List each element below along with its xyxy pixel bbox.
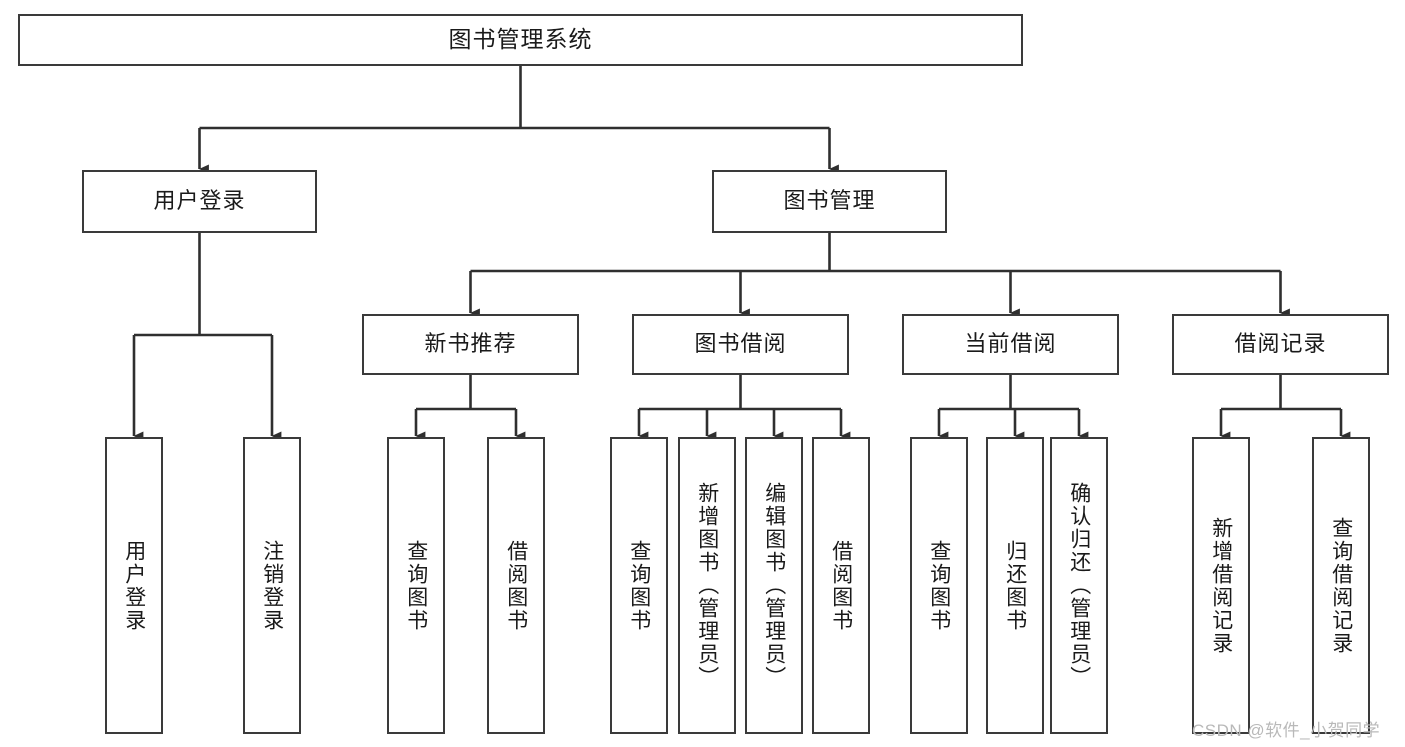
node-label: 图书借阅	[694, 331, 787, 357]
node-label: 查询图书	[627, 539, 651, 632]
level3-node[interactable]: 当前借阅	[902, 314, 1119, 375]
node-label: 图书管理	[783, 188, 876, 214]
node-label: 查询图书	[927, 539, 951, 632]
node-label: 注销登录	[260, 539, 284, 632]
node-label: 借阅记录	[1234, 331, 1327, 357]
leaves-node[interactable]: 确认归还（管理员）	[1050, 437, 1108, 734]
node-label: 新书推荐	[424, 331, 517, 357]
leaves-node[interactable]: 新增借阅记录	[1192, 437, 1250, 734]
level3-node[interactable]: 新书推荐	[362, 314, 579, 375]
leaves-node[interactable]: 归还图书	[986, 437, 1044, 734]
node-label: 用户登录	[153, 188, 246, 214]
node-label: 借阅图书	[504, 539, 528, 632]
leaves-node[interactable]: 新增图书（管理员）	[678, 437, 736, 734]
leaves-node[interactable]: 查询图书	[387, 437, 445, 734]
root-node[interactable]: 图书管理系统	[18, 14, 1023, 66]
leaves-node[interactable]: 借阅图书	[487, 437, 545, 734]
node-label: 当前借阅	[964, 331, 1057, 357]
level3-node[interactable]: 借阅记录	[1172, 314, 1389, 375]
node-label: 查询借阅记录	[1329, 516, 1353, 655]
node-label: 图书管理系统	[448, 26, 593, 53]
leaves-node[interactable]: 用户登录	[105, 437, 163, 734]
leaves-node[interactable]: 注销登录	[243, 437, 301, 734]
node-label: 新增借阅记录	[1209, 516, 1233, 655]
node-label: 归还图书	[1003, 539, 1027, 632]
node-label: 编辑图书（管理员）	[762, 482, 786, 689]
leaves-node[interactable]: 查询图书	[610, 437, 668, 734]
node-label: 用户登录	[122, 539, 146, 632]
level2-node[interactable]: 图书管理	[712, 170, 947, 233]
node-label: 借阅图书	[829, 539, 853, 632]
node-label: 查询图书	[404, 539, 428, 632]
leaves-node[interactable]: 借阅图书	[812, 437, 870, 734]
leaves-node[interactable]: 编辑图书（管理员）	[745, 437, 803, 734]
node-label: 新增图书（管理员）	[695, 482, 719, 689]
leaves-node[interactable]: 查询借阅记录	[1312, 437, 1370, 734]
csdn-watermark: CSDN @软件_小贺同学	[1192, 721, 1381, 740]
level3-node[interactable]: 图书借阅	[632, 314, 849, 375]
node-label: 确认归还（管理员）	[1067, 482, 1091, 689]
leaves-node[interactable]: 查询图书	[910, 437, 968, 734]
level2-node[interactable]: 用户登录	[82, 170, 317, 233]
